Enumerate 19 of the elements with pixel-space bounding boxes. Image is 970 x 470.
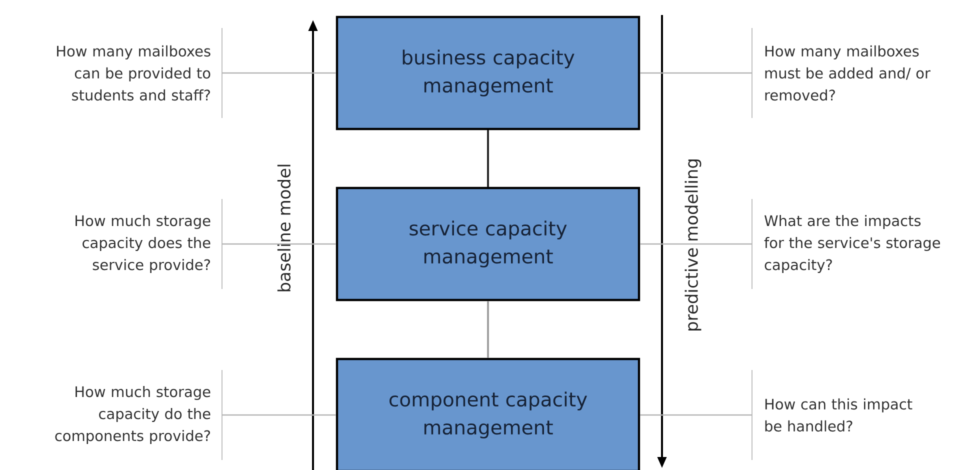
process-box: business capacity management — [336, 16, 640, 130]
leader-line — [222, 243, 336, 245]
process-box: service capacity management — [336, 186, 640, 302]
question-text: How much storage capacity do the components provide? — [55, 370, 222, 460]
axis-label: predictive modelling — [684, 160, 702, 330]
leader-line — [640, 414, 752, 416]
leader-line — [640, 243, 752, 245]
process-box: component capacity management — [336, 358, 640, 470]
question-text: What are the impacts for the service's storage capacity? — [752, 198, 940, 290]
question-text: How many mailboxes must be added and/ or removed? — [752, 28, 930, 118]
question-text: How much storage capacity does the service provide? — [76, 198, 222, 290]
leader-line — [640, 72, 752, 74]
axis-label: baseline model — [277, 164, 291, 292]
leader-line — [222, 414, 336, 416]
question-text: How many mailboxes can be provided to students and staff? — [57, 28, 222, 118]
question-text: How can this impact be handled? — [752, 370, 912, 460]
connector-line — [487, 130, 489, 187]
leader-line — [222, 72, 336, 74]
connector-line — [487, 301, 489, 358]
